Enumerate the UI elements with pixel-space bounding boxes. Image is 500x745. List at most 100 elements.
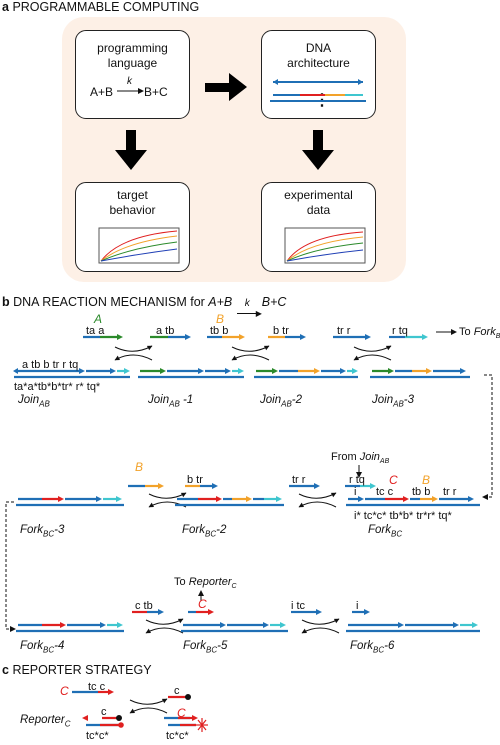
- section-b-letter: b: [2, 295, 10, 309]
- label-tr-r-row2: tr r: [292, 474, 306, 486]
- strand-c-tb: [132, 609, 164, 615]
- label-B-row2: B: [135, 460, 144, 474]
- name-fork-bc-4: ForkBC-4: [20, 640, 65, 655]
- label-r-tq: r tq: [392, 325, 408, 337]
- section-a-letter: a: [2, 0, 9, 14]
- label-join-top: a tb b tr r tq: [22, 359, 79, 371]
- section-c-letter: c: [2, 663, 9, 677]
- dashed-connector-right: [484, 374, 493, 498]
- label-i: i: [354, 486, 357, 498]
- label-to-fork: To ForkBC: [459, 326, 500, 341]
- reaction-products: B+C: [144, 85, 168, 99]
- name-fork-bc: ForkBC: [368, 524, 403, 539]
- target-title-1: target: [117, 188, 148, 202]
- target-behavior-plot: [98, 227, 180, 264]
- join-ab-complex: [13, 368, 130, 379]
- experimental-data-plot: [284, 227, 366, 264]
- reporter-strand-C: [72, 689, 114, 695]
- exchange-arrows-5: [298, 492, 337, 508]
- exchange-arrows-3: [353, 345, 392, 361]
- fork-bc-2-complex: [175, 496, 284, 507]
- reaction-reactants: A+B: [90, 85, 114, 99]
- section-c-header: c REPORTER STRATEGY: [2, 663, 152, 677]
- name-fork-bc-3: ForkBC-3: [20, 524, 65, 539]
- strand-r-tq-row2: [345, 483, 376, 489]
- strand-B-row2: [128, 483, 164, 489]
- label-tb-b-fork: tb b: [412, 486, 431, 498]
- name-fork-bc-6: ForkBC-6: [350, 640, 395, 655]
- section-b-header: b DNA REACTION MECHANISM for A+B k ▶ B+C: [2, 295, 287, 318]
- strand-tr-r-row2: [289, 483, 320, 489]
- to-reporter-arrow: [198, 590, 204, 601]
- strand-i: [352, 609, 370, 615]
- fork-bc-3-complex: [16, 496, 124, 507]
- name-join-ab-2: JoinAB-2: [260, 394, 303, 409]
- dashed-connector-left-head: [10, 626, 16, 632]
- dna-title-2: architecture: [287, 56, 350, 70]
- name-join-ab: JoinAB: [18, 394, 50, 409]
- label-C-product: C: [177, 706, 186, 720]
- name-join-ab-1: JoinAB -1: [148, 394, 194, 409]
- programming-title-1: programming: [97, 41, 168, 55]
- arrow-dna-to-data: [302, 130, 334, 170]
- dna-architecture-strands: [270, 79, 366, 102]
- reaction-rate: k: [127, 76, 132, 87]
- name-reporter-c: ReporterC: [20, 714, 71, 729]
- strand-B: [207, 334, 245, 340]
- label-B: B: [216, 312, 225, 326]
- label-i-row3: i: [356, 600, 359, 612]
- section-c-title: REPORTER STRATEGY: [12, 663, 152, 677]
- strand-a-tb: [150, 334, 191, 340]
- label-rep-bottom2: tc*c*: [166, 730, 189, 742]
- name-fork-bc-2: ForkBC-2: [182, 524, 227, 539]
- label-rep-tc-c: tc c: [88, 681, 106, 693]
- experimental-title-1: experimental: [284, 188, 353, 202]
- section-b-rate: k: [244, 298, 250, 309]
- join-ab-1-complex: [138, 368, 244, 379]
- name-fork-bc-5: ForkBC-5: [183, 640, 228, 655]
- join-ab-3-complex: [370, 368, 470, 379]
- from-join-arrow: [356, 465, 362, 478]
- arrow-program-to-target: [115, 130, 147, 170]
- fork-bc-6-complex: [346, 622, 480, 633]
- reporter-quencher-strand: [82, 715, 124, 728]
- strand-A: [83, 334, 123, 340]
- reaction-arrow: [117, 88, 144, 94]
- exchange-arrows-6: [145, 618, 184, 634]
- label-to-reporter: To ReporterC: [174, 576, 237, 591]
- dashed-connector-left: [5, 501, 14, 630]
- section-b-reaction: A+B: [208, 295, 233, 309]
- label-C-row3: C: [198, 597, 207, 611]
- label-b-tr-row2: b tr: [187, 474, 203, 486]
- label-a-tb: a tb: [156, 325, 175, 337]
- section-b-products: B+C: [261, 295, 287, 309]
- dna-architecture-box: DNA architecture ⋮: [261, 30, 376, 119]
- programming-title-2: language: [107, 56, 158, 70]
- fluorescence-star-icon: [196, 718, 208, 732]
- label-rep-c2: c: [174, 685, 180, 697]
- programming-language-box: programming language A+B k B+C: [75, 30, 190, 119]
- section-a-title: PROGRAMMABLE COMPUTING: [12, 0, 200, 14]
- fork-bc-complex: [346, 496, 480, 507]
- exchange-arrows-1: [114, 345, 153, 361]
- name-join-ab-3: JoinAB-3: [372, 394, 415, 409]
- arrow-program-to-dna: [205, 73, 247, 101]
- section-a-header: a PROGRAMMABLE COMPUTING: [2, 0, 199, 14]
- strand-tr-r: [333, 334, 371, 340]
- experimental-title-2: data: [306, 203, 331, 217]
- target-title-2: behavior: [109, 203, 156, 217]
- strand-b-tr-row2: [185, 483, 218, 489]
- dna-title-1: DNA: [305, 41, 332, 55]
- label-tb-b: tb b: [210, 325, 229, 337]
- label-i-tc: i tc: [291, 600, 306, 612]
- label-rep-c: c: [101, 706, 107, 718]
- label-r-tq-row2: r tq: [349, 474, 365, 486]
- label-b-tr: b tr: [273, 325, 289, 337]
- label-B-fork: B: [422, 473, 431, 487]
- to-fork-arrow: [436, 329, 457, 335]
- strand-b-tr: [268, 334, 306, 340]
- label-C-reporter: C: [60, 684, 69, 698]
- label-A: A: [94, 312, 103, 326]
- label-ta-a: ta a: [86, 325, 105, 337]
